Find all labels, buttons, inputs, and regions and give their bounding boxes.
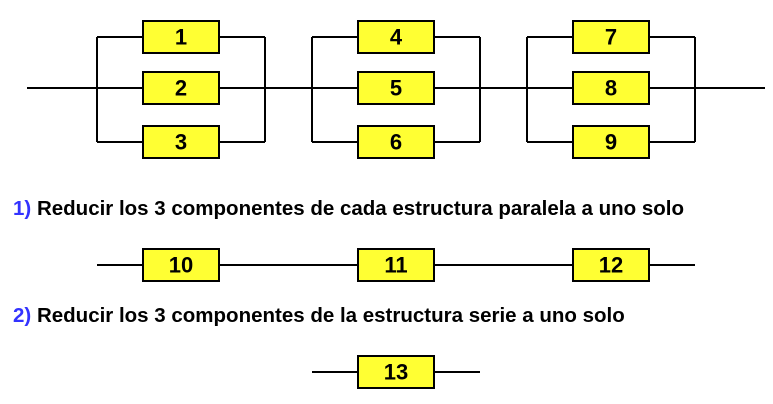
component-12-label: 12 <box>599 253 623 278</box>
component-9 <box>572 125 650 159</box>
component-8 <box>572 71 650 105</box>
final-stage: 13 <box>312 355 480 389</box>
step-2-instruction: 2) Reducir los 3 componentes de la estru… <box>13 304 625 328</box>
component-1-label: 1 <box>175 25 187 50</box>
component-11 <box>357 248 435 282</box>
component-5 <box>357 71 435 105</box>
component-4-label: 4 <box>390 25 403 50</box>
step-2-number: 2) <box>13 304 32 327</box>
component-2-label: 2 <box>175 76 187 101</box>
component-3-label: 3 <box>175 130 187 155</box>
parallel-group-2: 4 5 6 <box>311 20 481 159</box>
component-13 <box>357 355 435 389</box>
component-9-label: 9 <box>605 130 617 155</box>
step-1-instruction: 1) Reducir los 3 componentes de cada est… <box>13 197 684 221</box>
component-3 <box>142 125 220 159</box>
component-6-label: 6 <box>390 130 402 155</box>
component-1 <box>142 20 220 54</box>
component-7-label: 7 <box>605 25 617 50</box>
step-1-number: 1) <box>13 197 32 220</box>
parallel-group-1: 1 2 3 <box>96 20 266 159</box>
component-13-label: 13 <box>384 360 408 385</box>
component-10-label: 10 <box>169 253 193 278</box>
parallel-stage: 1 2 3 4 5 6 7 <box>27 20 765 159</box>
step-1-text: Reducir los 3 componentes de cada estruc… <box>36 197 685 220</box>
component-10 <box>142 248 220 282</box>
component-12 <box>572 248 650 282</box>
component-6 <box>357 125 435 159</box>
series-stage: 10 11 12 <box>97 248 695 282</box>
component-5-label: 5 <box>390 76 402 101</box>
step-2-text: Reducir los 3 componentes de la estructu… <box>36 304 625 327</box>
component-8-label: 8 <box>605 76 617 101</box>
component-2 <box>142 71 220 105</box>
component-7 <box>572 20 650 54</box>
parallel-group-3: 7 8 9 <box>526 20 696 159</box>
component-11-label: 11 <box>384 253 407 278</box>
component-4 <box>357 20 435 54</box>
